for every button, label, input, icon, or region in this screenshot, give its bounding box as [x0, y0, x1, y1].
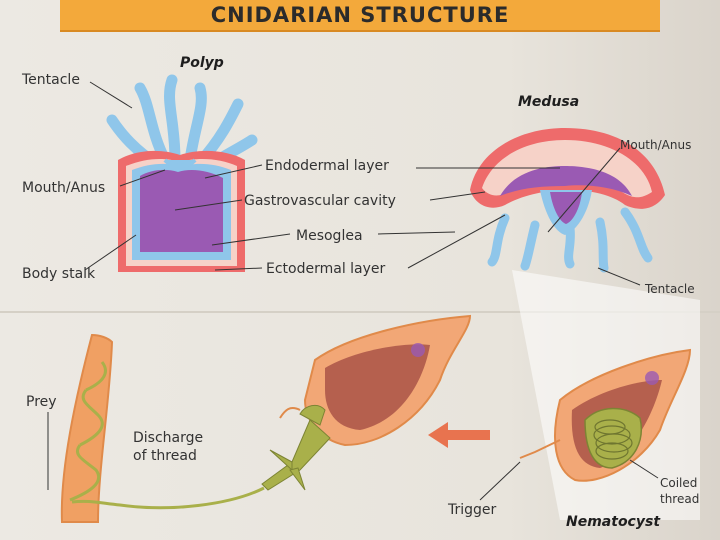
discharged-nematocyst — [71, 314, 472, 510]
nematocyst-heading: Nematocyst — [566, 514, 661, 530]
label-prey: Prey — [26, 394, 57, 410]
discharge-arrow — [428, 422, 490, 448]
label-coiled-line2: thread — [660, 492, 700, 506]
prey-figure — [60, 333, 114, 523]
label-trigger: Trigger — [448, 502, 497, 518]
title-bar: CNIDARIAN STRUCTURE — [60, 0, 660, 32]
polyp-heading: Polyp — [180, 55, 224, 71]
label-medusa-tentacle: Tentacle — [645, 282, 695, 296]
label-discharge-line2: of thread — [133, 448, 197, 464]
label-gastrovascular-cavity: Gastrovascular cavity — [244, 193, 396, 209]
medusa-figure — [470, 128, 665, 273]
nematocyst-leaders — [47, 412, 659, 501]
medusa-leaders — [377, 147, 641, 286]
label-polyp-mouth-anus: Mouth/Anus — [22, 180, 106, 196]
label-polyp-tentacle: Tentacle — [22, 72, 80, 88]
label-discharge-line1: Discharge — [133, 430, 204, 446]
polyp-leaders — [84, 81, 291, 271]
page-title: CNIDARIAN STRUCTURE — [210, 3, 510, 27]
label-mesoglea: Mesoglea — [296, 228, 363, 244]
label-medusa-mouth-anus: Mouth/Anus — [620, 138, 692, 152]
intact-nematocyst — [519, 348, 692, 482]
medusa-heading: Medusa — [518, 94, 580, 110]
label-endodermal-layer: Endodermal layer — [265, 158, 389, 174]
label-coiled-line1: Coiled — [660, 476, 698, 490]
label-body-stalk: Body stalk — [22, 266, 96, 282]
polyp-figure — [106, 74, 258, 272]
label-ectodermal-layer: Ectodermal layer — [266, 261, 386, 277]
